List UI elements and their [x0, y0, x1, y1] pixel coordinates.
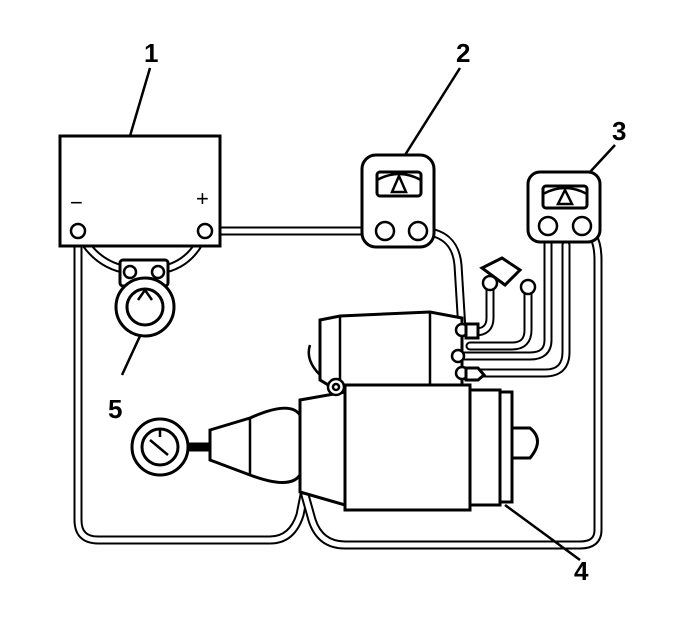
motor-body: [343, 383, 472, 512]
leader-line-5: [120, 335, 142, 376]
battery-negative-symbol: −: [70, 190, 83, 215]
callout-3: 3: [612, 116, 626, 146]
wire-battery-negative-to-starter: [73, 226, 310, 545]
callout-leaders: [120, 67, 616, 562]
starter-motor: [208, 256, 539, 512]
battery-positive-symbol: +: [196, 186, 209, 211]
leader-line-2: [403, 67, 462, 156]
remote-starter-switch: [114, 258, 176, 338]
drive-housing: [298, 390, 347, 507]
leader-line-3: [589, 144, 616, 173]
leader-line-4: [504, 503, 581, 562]
callout-4: 4: [574, 556, 589, 586]
end-cap: [468, 388, 502, 507]
battery-positive-terminal: [196, 222, 214, 240]
tachometer-gauge: [130, 417, 190, 477]
callout-2: 2: [456, 38, 470, 68]
ammeter: [526, 170, 602, 244]
callout-5: 5: [108, 394, 122, 424]
callout-1: 1: [144, 38, 158, 68]
leader-line-1: [128, 67, 152, 137]
shaft-end: [510, 426, 539, 460]
starter-nose: [208, 406, 302, 484]
battery: − +: [58, 134, 222, 248]
battery-negative-terminal: [69, 222, 87, 240]
voltmeter: [360, 153, 436, 249]
